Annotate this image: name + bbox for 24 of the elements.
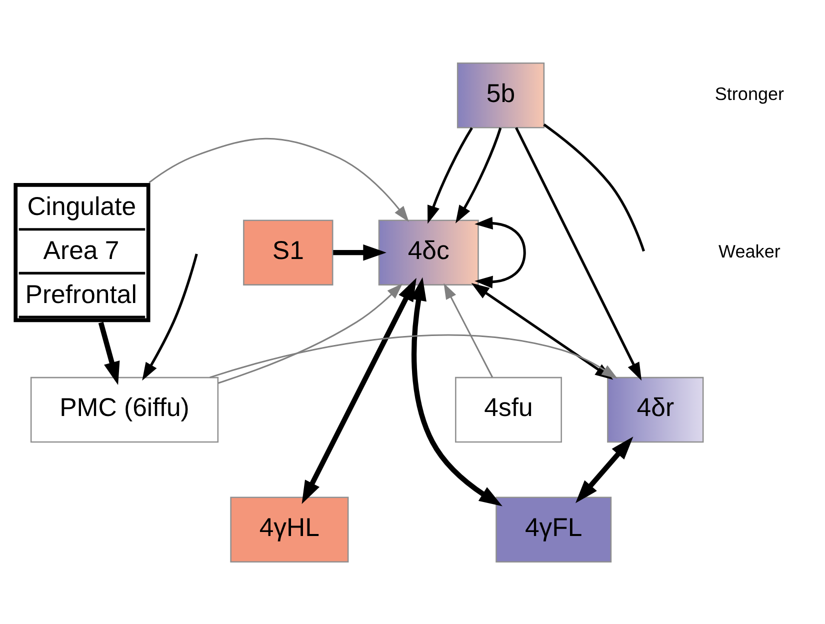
legend-label: Stronger bbox=[714, 84, 784, 104]
arrow bbox=[98, 321, 120, 385]
node-box: S1 bbox=[243, 219, 334, 285]
arrow bbox=[474, 216, 526, 288]
arrow bbox=[148, 137, 409, 222]
arrow bbox=[302, 277, 416, 504]
node-box: 4sfu bbox=[455, 376, 562, 442]
legend-label: Weaker bbox=[718, 240, 780, 261]
arrow bbox=[333, 244, 386, 260]
arrow bbox=[428, 126, 473, 224]
arrow bbox=[456, 127, 502, 223]
arrow bbox=[410, 276, 502, 506]
node-box: 5b bbox=[456, 62, 545, 128]
node-box: 4δc bbox=[378, 219, 479, 285]
arrow bbox=[444, 282, 494, 378]
node-box: 4γFL bbox=[496, 496, 612, 562]
node-box: PMC (6iffu) bbox=[30, 376, 219, 442]
arrow bbox=[576, 436, 634, 503]
node-box: Cingulate Area 7 Prefrontal bbox=[14, 182, 150, 322]
node-box: 4γHL bbox=[230, 496, 349, 562]
connector bbox=[543, 123, 645, 252]
arrow bbox=[218, 282, 403, 384]
node-box: 4δr bbox=[607, 376, 704, 442]
arrow bbox=[142, 253, 198, 380]
